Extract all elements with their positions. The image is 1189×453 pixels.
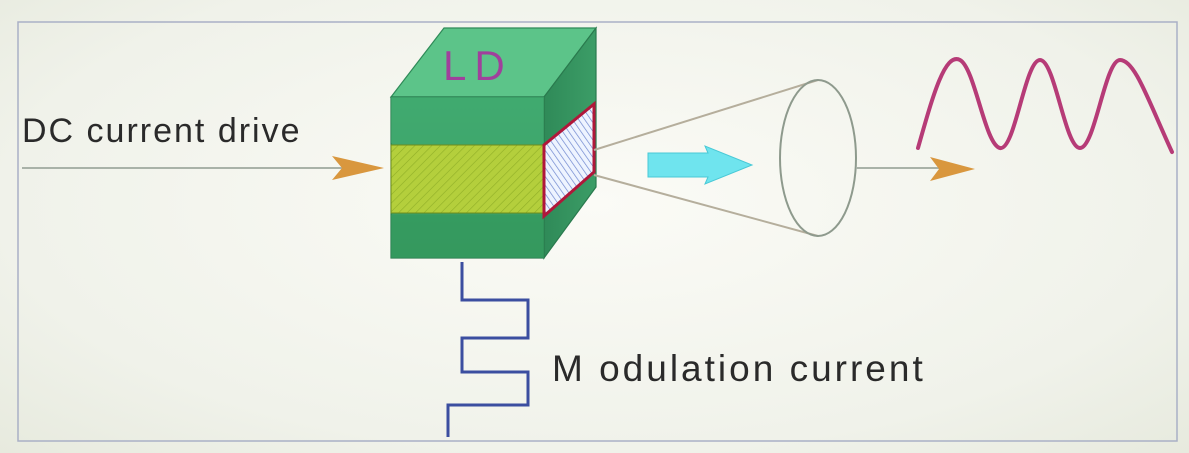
cube-front-upper-band — [391, 97, 544, 143]
emitting-facet — [542, 100, 596, 220]
modulation-current-wave — [446, 262, 530, 437]
modulated-output-wave — [916, 57, 1174, 154]
beam-cone-ellipse — [779, 79, 857, 237]
beam-direction-arrow — [647, 145, 754, 185]
laser-diode-cube — [389, 26, 598, 260]
slide-frame — [17, 21, 1178, 442]
ld-label: LD — [443, 42, 513, 89]
cube-front-lower-band — [391, 215, 544, 258]
beam-cone-upper-edge — [593, 79, 819, 151]
active-layer — [390, 144, 545, 214]
dc-drive-arrowhead — [332, 156, 384, 180]
dc-current-label: DC current drive — [22, 112, 302, 150]
beam-cone-lower-edge — [593, 174, 819, 237]
output-arrowhead — [930, 157, 975, 181]
modulation-current-label: M odulation current — [552, 348, 926, 389]
